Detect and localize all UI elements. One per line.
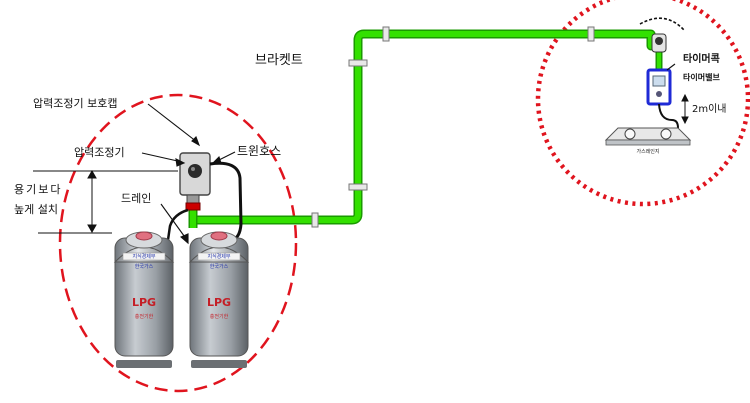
label-install-higher-1: 용기보다 bbox=[14, 183, 62, 196]
timer-area-outline bbox=[535, 0, 750, 207]
label-timer-cock: 타이머콕 bbox=[683, 52, 720, 65]
label-install-higher-2: 높게 설치 bbox=[14, 203, 58, 216]
bracket bbox=[587, 26, 595, 42]
cylinder-left-band-text: 지식경제부 bbox=[132, 253, 155, 260]
cylinder-area-outline bbox=[58, 93, 298, 393]
lpg-cylinder-left bbox=[113, 231, 175, 368]
cylinder-right-band-text: 지식경제부 bbox=[207, 253, 230, 260]
height-marker bbox=[33, 169, 178, 234]
gas-pipe bbox=[188, 29, 663, 228]
range-hose bbox=[658, 103, 679, 129]
bracket bbox=[382, 26, 390, 42]
cylinder-right-lpg-text: LPG bbox=[207, 296, 231, 309]
leader-lines bbox=[141, 63, 676, 245]
pipe-brackets bbox=[311, 26, 595, 228]
label-bracket: 브라켓트 bbox=[255, 53, 303, 68]
twin-hose-left bbox=[166, 208, 189, 241]
cylinder-left-lpg-text: LPG bbox=[132, 296, 156, 309]
bracket bbox=[311, 212, 319, 228]
timer-cock bbox=[639, 17, 685, 53]
label-timer-valve: 타이머밸브 bbox=[683, 72, 720, 82]
distance-marker bbox=[681, 93, 689, 125]
gas-range bbox=[604, 127, 692, 146]
label-drain: 드레인 bbox=[121, 192, 151, 205]
lpg-cylinder-right bbox=[188, 231, 250, 368]
label-distance: 2m이내 bbox=[692, 103, 727, 115]
cylinder-left-seal: 충전기한 bbox=[135, 313, 154, 320]
cylinder-left-cap-text: 한국가스 bbox=[135, 263, 154, 270]
label-regulator-cap: 압력조정기 보호캡 bbox=[33, 97, 117, 110]
twin-hose bbox=[209, 161, 243, 242]
label-twin-hose: 트윈호스 bbox=[237, 144, 281, 158]
bracket bbox=[348, 183, 368, 191]
bracket bbox=[348, 59, 368, 67]
timer-valve bbox=[646, 68, 672, 106]
cylinder-right-seal: 충전기한 bbox=[210, 313, 229, 320]
cylinder-right-cap-text: 한국가스 bbox=[210, 263, 229, 270]
label-gas-range: 가스레인지 bbox=[636, 148, 659, 155]
label-regulator: 압력조정기 bbox=[74, 146, 125, 159]
pressure-regulator bbox=[179, 152, 211, 211]
